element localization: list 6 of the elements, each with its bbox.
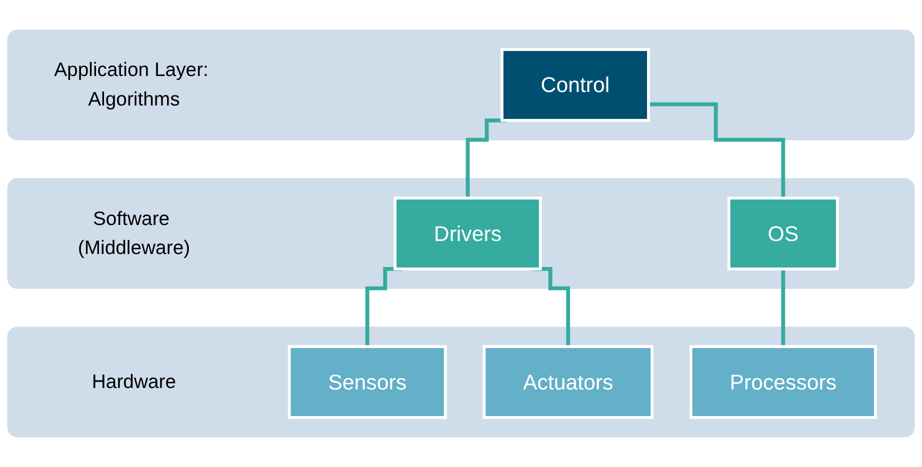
node-box: Sensors: [288, 345, 447, 419]
node-box: OS: [727, 196, 839, 270]
node-box: Drivers: [394, 196, 542, 270]
node-box: Control: [500, 48, 650, 122]
node-box: Actuators: [482, 345, 654, 419]
node-box: Processors: [689, 345, 877, 419]
